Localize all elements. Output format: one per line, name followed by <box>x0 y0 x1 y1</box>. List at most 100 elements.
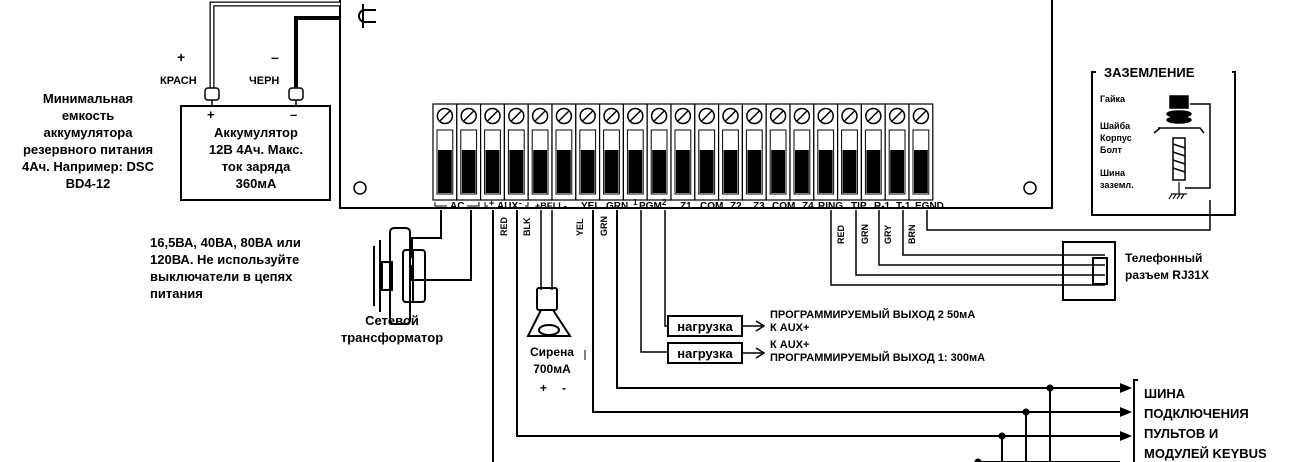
pgm-wires <box>640 210 668 353</box>
control-panel-board <box>339 0 1053 209</box>
mount-hole-right <box>1023 181 1037 195</box>
label-bell: +BELL- <box>535 201 567 211</box>
aux-wires <box>492 210 1120 462</box>
label-t1: T-1 <box>896 201 911 212</box>
battery-black-label: ЧЕРН <box>249 75 279 87</box>
pgm2-description-line2: К AUX+ <box>770 322 809 334</box>
transformer-note: 16,5ВА, 40ВА, 80ВА или 120ВА. Не использ… <box>150 235 301 301</box>
terminal-14 <box>741 103 767 201</box>
svg-text:ток заряда: ток заряда <box>222 159 291 174</box>
wire-yel-label: YEL <box>575 218 585 236</box>
terminal-15 <box>765 103 791 201</box>
label-pgm2-num: 2 <box>662 198 667 207</box>
label-pgm: PGM <box>639 201 662 212</box>
svg-text:Минимальная: Минимальная <box>43 91 133 106</box>
label-r1: R-1 <box>874 201 891 212</box>
svg-text:Сетевой: Сетевой <box>365 313 419 328</box>
svg-text:Болт: Болт <box>1100 145 1122 155</box>
svg-text:4Ач. Например: DSC: 4Ач. Например: DSC <box>22 159 155 174</box>
battery-box <box>180 105 331 201</box>
svg-text:16,5ВА, 40ВА, 80ВА или: 16,5ВА, 40ВА, 80ВА или <box>150 235 301 250</box>
svg-text:12В 4Ач. Макс.: 12В 4Ач. Макс. <box>209 142 303 157</box>
keybus-arrows <box>1120 383 1132 441</box>
pgm2-arrow <box>742 320 766 332</box>
terminal-18 <box>836 103 862 201</box>
label-grn: GRN <box>606 201 628 212</box>
terminal-5 <box>527 103 553 201</box>
pgm1-description-line2: ПРОГРАММИРУЕМЫЙ ВЫХОД 1: 300мА <box>770 351 985 364</box>
terminal-2 <box>456 103 482 201</box>
svg-text:резервного питания: резервного питания <box>23 142 153 157</box>
label-aux-minus: - <box>519 198 522 208</box>
pgm2-description-line1: ПРОГРАММИРУЕМЫЙ ВЫХОД 2 50мА <box>770 308 975 321</box>
battery-capacity-note: Минимальная емкость аккумулятора резервн… <box>22 91 155 191</box>
siren-wires <box>540 210 553 290</box>
pgm1-load-label: нагрузка <box>677 346 733 361</box>
terminal-10 <box>646 103 672 201</box>
svg-text:ПУЛЬТОВ И: ПУЛЬТОВ И <box>1144 426 1218 441</box>
svg-text:Корпус: Корпус <box>1100 133 1132 143</box>
wire-blk-label: BLK <box>522 217 532 236</box>
terminal-8 <box>598 103 624 201</box>
pgm1-arrow <box>742 347 766 359</box>
terminal-block <box>432 103 934 201</box>
transformer-icon <box>373 227 426 325</box>
svg-text:заземл.: заземл. <box>1100 180 1134 190</box>
ground-title: ЗАЗЕМЛЕНИЕ <box>1104 65 1195 80</box>
svg-text:разъем RJ31X: разъем RJ31X <box>1125 268 1209 282</box>
terminal-12 <box>694 103 720 201</box>
svg-text:Шина: Шина <box>1100 168 1126 178</box>
svg-text:ШИНА: ШИНА <box>1144 386 1186 401</box>
svg-text:Шайба: Шайба <box>1100 121 1131 131</box>
svg-text:Телефонный: Телефонный <box>1125 251 1202 265</box>
mount-hole-left <box>353 181 367 195</box>
battery-terminal-plus: + <box>207 107 215 122</box>
wire-red-label: RED <box>499 216 509 236</box>
label-aux-plus: + <box>489 198 494 208</box>
phone-wire-red: RED <box>836 224 846 244</box>
phone-wire-brn: BRN <box>907 225 917 245</box>
label-egnd: EGND <box>915 201 944 212</box>
terminal-20 <box>884 103 910 201</box>
transformer-label: Сетевой трансформатор <box>341 313 443 345</box>
battery-clip-black <box>288 87 304 106</box>
keybus-branches <box>978 388 1120 462</box>
battery-red-label: КРАСН <box>160 75 197 87</box>
siren-icon <box>526 287 572 337</box>
battery-wire-minus: – <box>271 49 279 65</box>
terminal-17 <box>813 103 839 201</box>
label-z2: Z2 <box>730 201 742 212</box>
svg-text:700мА: 700мА <box>533 362 571 376</box>
battery-terminal-minus: – <box>290 107 297 122</box>
battery-wires <box>209 1 340 88</box>
terminal-11 <box>670 103 696 201</box>
siren-label: Сирена 700мА <box>530 345 574 376</box>
ground-box <box>1091 71 1236 216</box>
label-z3: Z3 <box>753 201 765 212</box>
terminal-13 <box>717 103 743 201</box>
label-z1: Z1 <box>680 201 692 212</box>
label-z4: Z4 <box>802 201 814 212</box>
label-yel: YEL <box>581 201 600 212</box>
terminal-7 <box>575 103 601 201</box>
keybus-label: ШИНА ПОДКЛЮЧЕНИЯ ПУЛЬТОВ И МОДУЛЕЙ KEYBU… <box>1144 386 1267 461</box>
terminal-4 <box>503 103 529 201</box>
terminal-19 <box>860 103 886 201</box>
phone-wire-gry: GRY <box>883 225 893 244</box>
svg-text:питания: питания <box>150 286 203 301</box>
battery-connector-icon <box>358 4 376 28</box>
wire-grn-label: GRN <box>599 216 609 236</box>
phone-jack-icon <box>1062 241 1116 301</box>
pgm2-load-label: нагрузка <box>677 319 733 334</box>
label-com2: COM <box>772 201 795 212</box>
terminal-9 <box>622 103 648 201</box>
siren-plus: + <box>540 381 547 395</box>
keybus-data-wires <box>592 210 1120 413</box>
terminal-6 <box>551 103 577 201</box>
svg-text:360мА: 360мА <box>236 176 277 191</box>
battery-clip-red <box>204 87 220 106</box>
svg-text:BD4-12: BD4-12 <box>66 176 111 191</box>
svg-text:Гайка: Гайка <box>1100 94 1126 104</box>
ground-labels: Гайка Шайба Корпус Болт Шина заземл. <box>1100 94 1134 190</box>
